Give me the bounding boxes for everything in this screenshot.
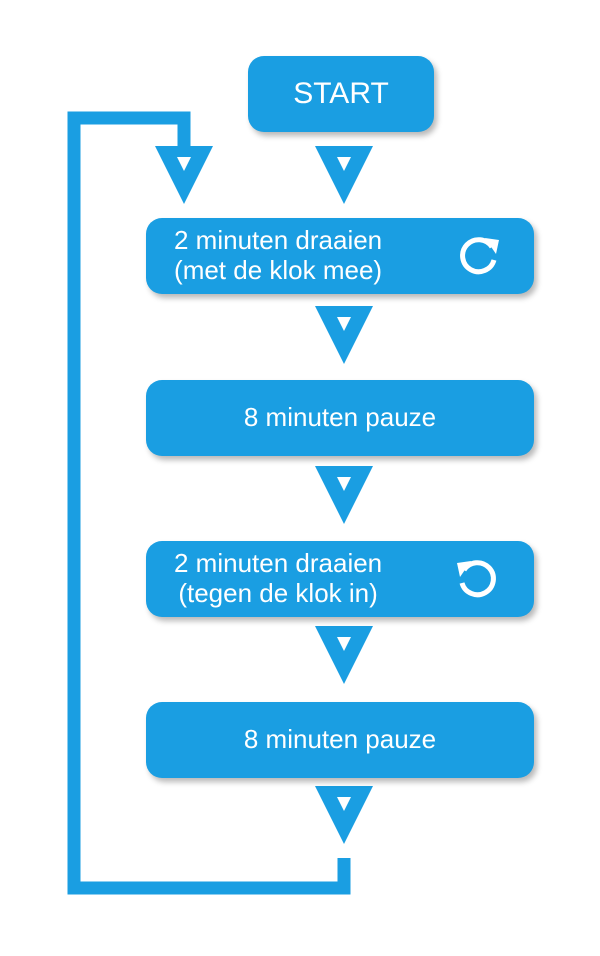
step-pause-2: 8 minuten pauze bbox=[146, 702, 534, 778]
start-label: START bbox=[293, 76, 389, 110]
step3-line2: (tegen de klok in) bbox=[178, 578, 378, 608]
loop-back-line bbox=[67, 111, 351, 895]
loop-arrow bbox=[155, 146, 213, 204]
rotate-clockwise-icon bbox=[460, 237, 499, 275]
step1-line2: (met de klok mee) bbox=[174, 255, 383, 285]
start-node: START bbox=[248, 56, 434, 132]
arrow-step3-to-step4 bbox=[315, 626, 373, 684]
arrow-start-to-step1 bbox=[315, 146, 373, 204]
rotate-counterclockwise-icon bbox=[457, 560, 496, 598]
step3-line1: 2 minuten draaien bbox=[174, 548, 383, 579]
step-rotate-clockwise: 2 minuten draaien (met de klok mee) bbox=[146, 218, 534, 294]
step2-line1: 8 minuten pauze bbox=[243, 402, 437, 433]
step-rotate-counterclockwise: 2 minuten draaien (tegen de klok in) bbox=[146, 541, 534, 617]
arrow-step4-to-loop bbox=[315, 786, 373, 844]
step4-line1: 8 minuten pauze bbox=[243, 724, 437, 755]
step-pause-1: 8 minuten pauze bbox=[146, 380, 534, 456]
arrow-step1-to-step2 bbox=[315, 306, 373, 364]
arrow-step2-to-step3 bbox=[315, 466, 373, 524]
step1-line1: 2 minuten draaien bbox=[174, 225, 383, 256]
